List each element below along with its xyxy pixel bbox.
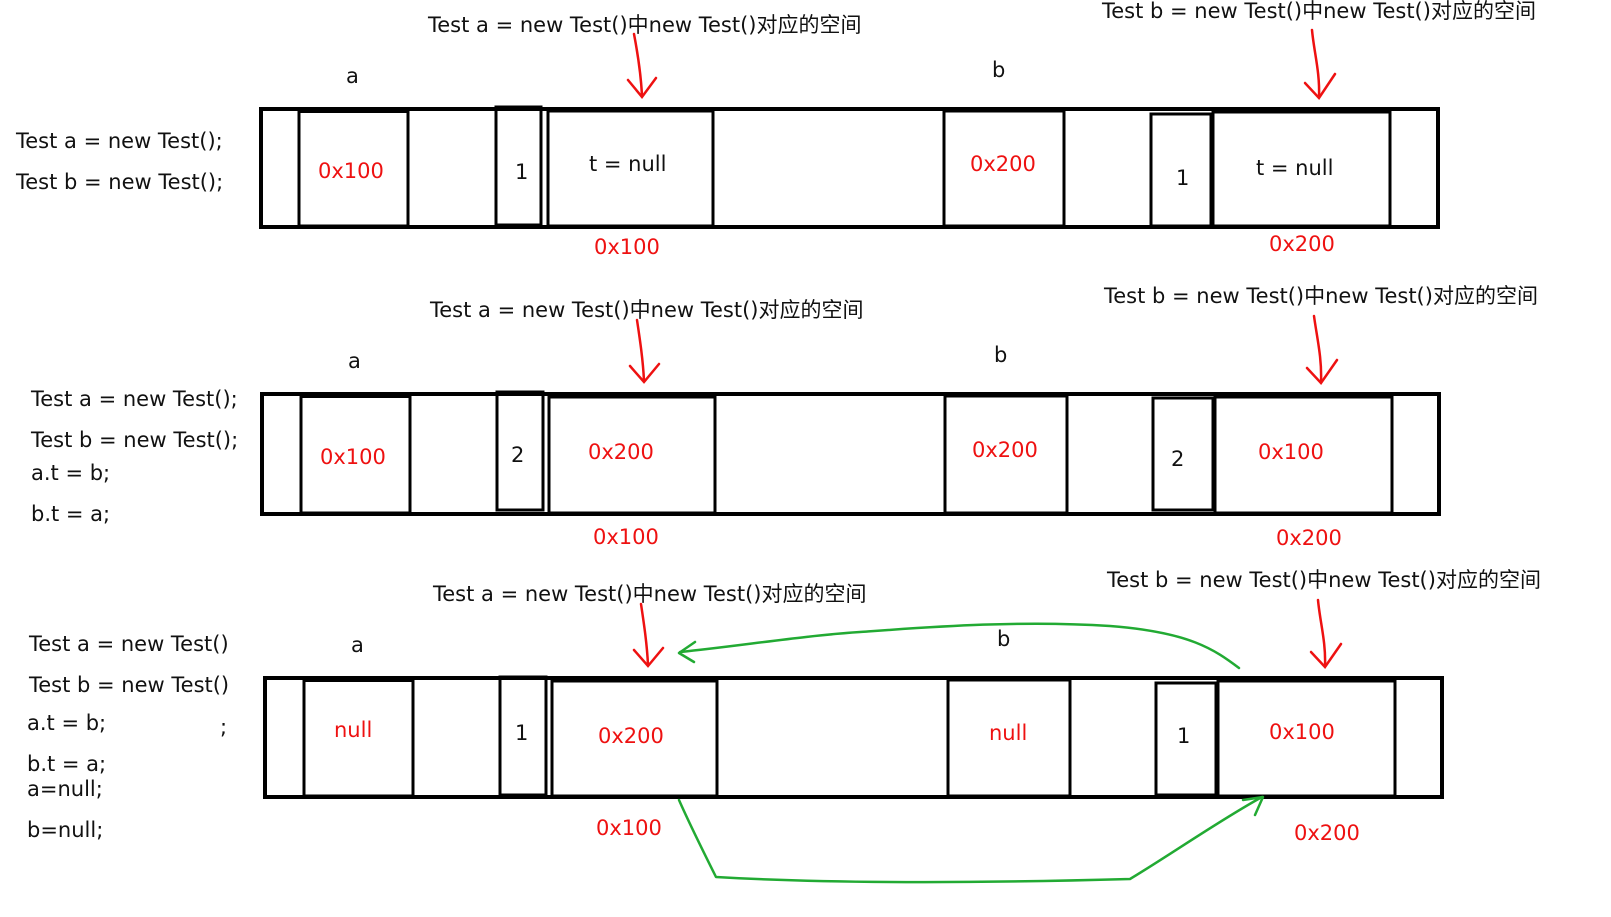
panel-3-red-arrows [632, 598, 1343, 669]
variable-a-label: a [346, 64, 359, 88]
stack-value-b: 0x200 [970, 152, 1036, 176]
heap-address-a: 0x100 [596, 816, 662, 840]
field-t-a: t = null [589, 152, 667, 176]
refcount-b: 1 [1177, 724, 1191, 748]
memory-strip [259, 107, 1440, 229]
code-line: Test b = new Test() [29, 673, 230, 697]
code-line: a.t = b; [31, 461, 111, 485]
heap-address-a: 0x100 [593, 525, 659, 549]
refcount-cell-b [1151, 396, 1215, 512]
panel-2-red-arrows [628, 314, 1339, 385]
variable-b-label: b [994, 343, 1008, 367]
pointer-arrow-a [635, 318, 646, 383]
panel-2-boxes [260, 390, 1441, 516]
panel-3-cycle-arrows [677, 622, 1265, 884]
field-t-a: 0x200 [598, 724, 664, 748]
refcount-a: 1 [515, 721, 529, 745]
refcount-cell-a [498, 675, 548, 797]
code-line: Test a = new Test(); [31, 387, 238, 411]
refcount-b: 2 [1171, 447, 1185, 471]
stack-slot-b [943, 394, 1069, 515]
variable-b-label: b [997, 627, 1011, 651]
refcount-cell-a [495, 390, 545, 512]
object-field-b [1213, 395, 1394, 515]
field-t-b: t = null [1256, 156, 1334, 180]
variable-a-label: a [351, 633, 364, 657]
code-line: Test b = new Test(); [16, 170, 224, 194]
field-t-a: 0x200 [588, 440, 654, 464]
pointer-arrow-a [639, 602, 650, 667]
panel-3-boxes [263, 675, 1444, 799]
refcount-a: 2 [511, 443, 525, 467]
stack-value-a: null [334, 718, 373, 742]
code-line: a.t = b; [27, 711, 107, 735]
code-line: a=null; [27, 777, 103, 801]
refcount-cell-a [494, 105, 543, 227]
code-line: b.t = a; [27, 752, 107, 776]
code-line: Test b = new Test(); [31, 428, 239, 452]
heap-address-b: 0x200 [1294, 821, 1360, 845]
pointer-arrow-b [1312, 314, 1323, 384]
object-b-header: Test b = new Test()中new Test()对应的空间 [1104, 284, 1538, 308]
stack-value-a: 0x100 [320, 445, 386, 469]
stray-semicolon: ; [220, 715, 228, 739]
object-field-a [550, 679, 719, 798]
heap-address-a: 0x100 [594, 235, 660, 259]
object-a-header: Test a = new Test()中new Test()对应的空间 [430, 298, 864, 322]
heap-address-b: 0x200 [1269, 232, 1335, 256]
code-line: b.t = a; [31, 502, 111, 526]
code-line: b=null; [27, 818, 104, 842]
field-t-b: 0x100 [1269, 720, 1335, 744]
object-a-header: Test a = new Test()中new Test()对应的空间 [433, 582, 867, 606]
field-t-b: 0x100 [1258, 440, 1324, 464]
refcount-cell-b [1149, 112, 1213, 228]
stack-value-a: 0x100 [318, 159, 384, 183]
pointer-arrow-a [632, 32, 644, 98]
object-a-header: Test a = new Test()中new Test()对应的空间 [428, 13, 862, 37]
pointer-arrow-b [1316, 598, 1327, 668]
panel-1-boxes [259, 105, 1440, 229]
reference-arrow-b-to-a [678, 622, 1241, 670]
object-b-header: Test b = new Test()中new Test()对应的空间 [1107, 568, 1541, 592]
refcount-a: 1 [515, 160, 529, 184]
variable-b-label: b [992, 58, 1006, 82]
object-b-header: Test b = new Test()中new Test()对应的空间 [1102, 0, 1536, 23]
refcount-b: 1 [1176, 166, 1190, 190]
stack-slot-b [946, 678, 1072, 798]
object-field-a [546, 109, 715, 228]
object-field-b [1216, 679, 1397, 798]
memory-strip [260, 392, 1441, 516]
object-field-b [1211, 110, 1392, 228]
pointer-arrow-b [1310, 28, 1321, 99]
code-line: Test a = new Test() [29, 632, 229, 656]
stack-value-b: 0x200 [972, 438, 1038, 462]
stack-slot-b [942, 109, 1066, 228]
reference-arrow-a-to-b [677, 795, 1264, 884]
object-field-a [547, 395, 717, 515]
stack-value-b: null [989, 721, 1028, 745]
memory-strip [263, 676, 1444, 799]
refcount-cell-b [1154, 681, 1218, 797]
heap-address-b: 0x200 [1276, 526, 1342, 550]
variable-a-label: a [348, 349, 361, 373]
panel-1-red-arrows [626, 28, 1337, 101]
code-line: Test a = new Test(); [16, 129, 223, 153]
